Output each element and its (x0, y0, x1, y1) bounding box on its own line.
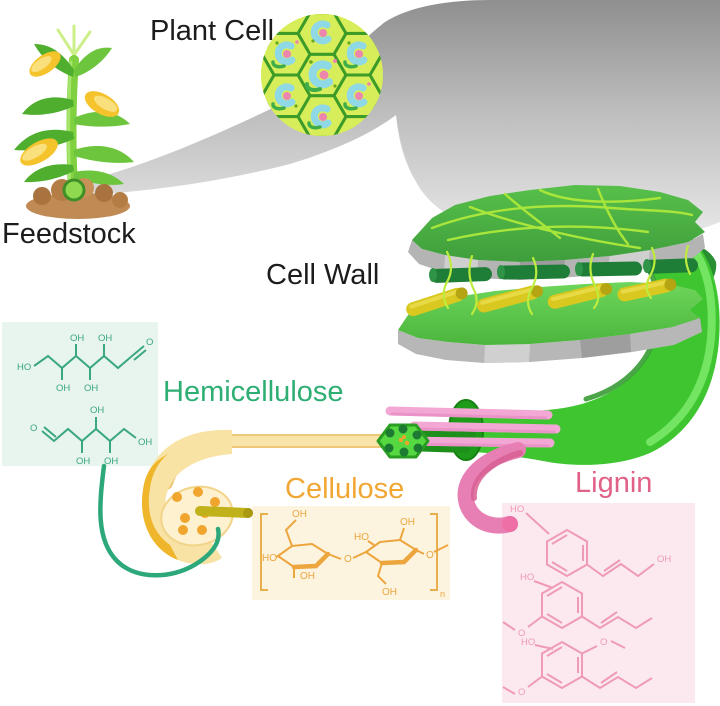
cellulose-label: Cellulose (285, 473, 404, 505)
lignin-structure-1 (525, 512, 655, 578)
svg-text:O: O (600, 637, 607, 648)
svg-text:O: O (426, 550, 434, 561)
cellulose-structure-labels: OH HO OH O HO OH OH O n (262, 509, 445, 599)
upper-slab-veins (430, 187, 694, 250)
svg-text:HO: HO (17, 362, 31, 373)
svg-text:OH: OH (400, 517, 415, 528)
hemicellulose-panel: HO OH OH OH OH O O OH OH OH OH (2, 322, 158, 467)
hemicellulose-structure-2 (41, 417, 137, 453)
corn-ear (20, 138, 58, 166)
hemicellulose-box (2, 322, 158, 466)
svg-text:OH: OH (657, 554, 671, 565)
lower-slab-facet (484, 344, 530, 363)
lignin-structure-2-labels: HO O (518, 572, 534, 639)
svg-text:OH: OH (292, 509, 307, 520)
curl-shade-crescent (141, 454, 178, 560)
pulled-microfibril-rod (195, 506, 253, 518)
plant-cell-label: Plant Cell (150, 15, 274, 47)
yellow-rods (406, 278, 677, 317)
lignin-label: Lignin (575, 467, 652, 499)
corn-ear (29, 51, 61, 77)
lignin-structure-1-labels: HO OH (510, 504, 671, 565)
lower-slab-facet (580, 334, 631, 358)
lignin-structure-3 (502, 640, 653, 695)
macrofibril-tube (466, 238, 720, 465)
cellulose-panel: OH HO OH O HO OH OH O n (252, 506, 450, 600)
gray-swoosh (78, 0, 720, 247)
corn-stem (66, 55, 79, 197)
svg-text:OH: OH (98, 333, 112, 344)
svg-text:n: n (440, 589, 445, 599)
hemicellulose-structure-1-labels: HO OH OH OH OH O (17, 333, 153, 394)
svg-text:HO: HO (521, 637, 535, 648)
cellulose-brackets (260, 513, 438, 591)
svg-text:OH: OH (70, 333, 84, 344)
corn-leaves (14, 44, 134, 185)
svg-text:HO: HO (510, 504, 524, 515)
hemicellulose-strand (98, 463, 221, 578)
feedstock-label: Feedstock (2, 218, 136, 250)
svg-text:O: O (518, 628, 525, 639)
svg-text:OH: OH (76, 456, 90, 467)
lignin-box (502, 503, 695, 703)
lignin-structure-3-labels: HO O O (518, 637, 607, 698)
svg-text:O: O (344, 554, 352, 565)
lignin-panel: HO OH HO O HO O O (502, 503, 695, 703)
stem-node-marker (62, 178, 86, 202)
svg-text:HO: HO (354, 532, 369, 543)
svg-text:OH: OH (382, 587, 397, 598)
svg-text:OH: OH (104, 456, 118, 467)
rod-tip (243, 508, 253, 518)
fibre-threads (442, 244, 692, 316)
hemicellulose-structure-1 (33, 344, 147, 380)
lignin-rods (385, 406, 561, 453)
cellulose-macrofibril (141, 429, 407, 565)
svg-text:HO: HO (262, 553, 277, 564)
lignin-structure-2 (502, 580, 653, 631)
svg-text:OH: OH (300, 571, 315, 582)
corn-ear (84, 91, 120, 117)
svg-text:O: O (518, 687, 525, 698)
upper-slab-top (412, 185, 705, 262)
plant-cell-micrograph (261, 14, 383, 136)
microfibril-bundle-cap (376, 423, 430, 459)
gray-swoosh-highlight (396, 115, 450, 222)
cell-wall-structure (398, 185, 720, 465)
svg-text:OH: OH (138, 437, 152, 448)
svg-text:OH: OH (56, 383, 70, 394)
macrofibril-highlight (646, 240, 716, 446)
svg-text:OH: OH (84, 383, 98, 394)
hemicellulose-label: Hemicellulose (163, 376, 344, 408)
soil-mound (26, 178, 130, 219)
dark-green-microfibrils (429, 258, 698, 283)
hemicellulose-structure-2-labels: O OH OH OH OH (30, 405, 152, 467)
cell-organelles (271, 20, 383, 130)
svg-text:HO: HO (520, 572, 534, 583)
svg-text:O: O (30, 423, 37, 434)
svg-text:OH: OH (90, 405, 104, 416)
lignin-hook-strand (457, 442, 526, 534)
cellulose-structure (275, 519, 449, 585)
svg-text:O: O (146, 337, 153, 348)
cellulose-box (252, 506, 450, 600)
feedstock-plant (14, 24, 134, 219)
cell-wall-label: Cell Wall (266, 259, 379, 291)
